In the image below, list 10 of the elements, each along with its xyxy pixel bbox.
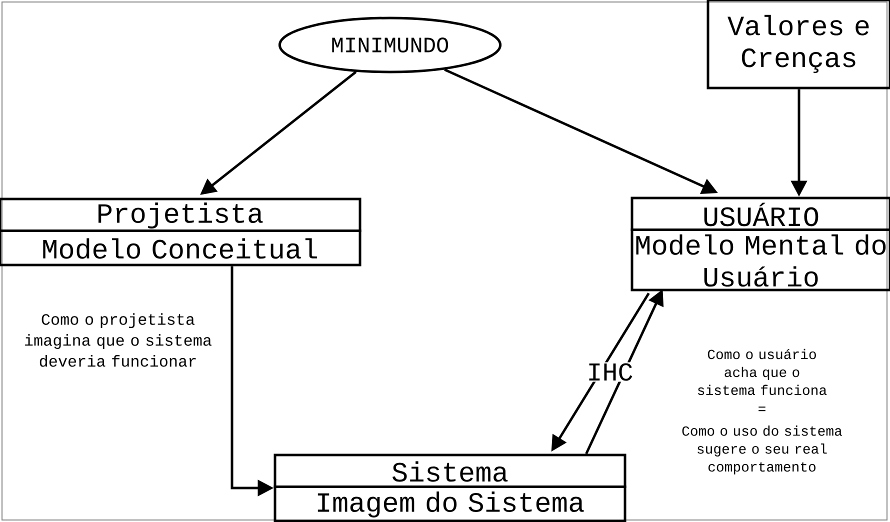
note-text: = (758, 406, 766, 412)
ellipse-node: MINIMUNDO (278, 16, 502, 74)
process-box: Sistema Imagem do Sistema (274, 454, 626, 522)
process-box: Valores e Crenças (706, 0, 890, 90)
note-text: Como o uso do sistema sugere o seu real comportamento (682, 426, 842, 474)
process-box: Projetista Modelo Conceitual (0, 198, 362, 266)
note-text: Como o usuário acha que o sistema funciona (698, 348, 827, 396)
process-box: USUÁRIO Modelo Mental do Usuário (630, 196, 890, 292)
edge-label: IHC (586, 362, 634, 382)
note-text: Como o projetista imagina que o sistema deveria funcionar (25, 313, 212, 367)
